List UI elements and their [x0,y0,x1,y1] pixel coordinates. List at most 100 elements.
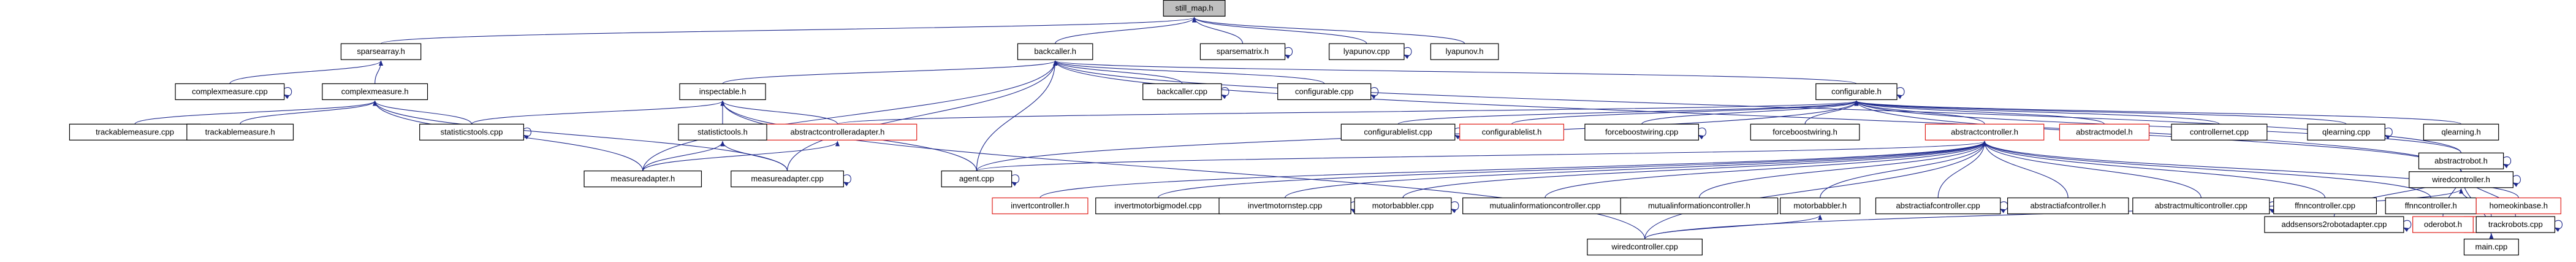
node-box [2264,216,2404,233]
graph-node[interactable]: still_map.h [1163,0,1226,17]
node-label: abstractcontrolleradapter.h [790,127,884,136]
graph-node[interactable]: motorbabbler.h [1780,197,1861,215]
graph-node[interactable]: addsensors2robotadapter.cpp [2264,216,2404,233]
node-label: configurable.cpp [1295,87,1353,96]
graph-node[interactable]: trackablemeasure.cpp [69,123,201,141]
dependency-edge [642,141,725,171]
graph-node[interactable]: homeokinbase.h [2475,197,2561,215]
dependency-edge [240,100,378,125]
graph-node[interactable]: abstractiafcontroller.cpp [1875,197,2001,215]
graph-node[interactable]: abstractmodel.h [2059,123,2150,141]
node-box [1277,83,1372,101]
self-loop-edge [1284,47,1293,60]
graph-node[interactable]: controllernet.cpp [2171,123,2268,141]
graph-node[interactable]: invertcontroller.h [992,197,1089,215]
graph-node[interactable]: complexmeasure.h [322,83,428,101]
node-label: inspectable.h [699,87,747,96]
graph-node[interactable]: lyapunov.cpp [1328,43,1405,60]
node-box [679,83,766,101]
graph-node[interactable]: configurablelist.cpp [1340,123,1456,141]
graph-node[interactable]: abstractcontroller.h [1924,123,2045,141]
graph-node[interactable]: abstractrobot.h [2418,152,2504,169]
dependency-edge [976,141,1987,172]
graph-node[interactable]: mutualinformationcontroller.h [1620,197,1779,215]
node-label: mutualinformationcontroller.h [1648,201,1750,210]
graph-node[interactable]: backcaller.h [1017,43,1093,60]
dependency-edge [1157,141,1987,198]
dependency-edge [1644,214,1823,239]
graph-node[interactable]: invertmotorbigmodel.cpp [1095,197,1221,215]
node-label: forceboostwiring.h [1772,127,1837,136]
dependency-edge [642,141,840,171]
dependency-edge [1192,17,1465,44]
graph-node[interactable]: configurable.h [1815,83,1898,101]
graph-node[interactable]: ffnncontroller.cpp [2273,197,2377,215]
dependency-edge [1854,100,2462,153]
node-box [678,123,767,141]
graph-node[interactable]: qlearning.h [2423,123,2499,141]
graph-node[interactable]: forceboostwiring.cpp [1584,123,1700,141]
node-label: backcaller.cpp [1157,87,1207,96]
graph-node[interactable]: statistictools.h [678,123,767,141]
node-box [2171,123,2268,141]
graph-node[interactable]: measureadapter.h [583,170,702,188]
graph-node[interactable]: complexmeasure.cpp [175,83,285,101]
graph-node[interactable]: qlearning.cpp [2307,123,2385,141]
node-label: motorbabbler.h [1793,201,1847,210]
graph-node[interactable]: oderobot.h [2412,216,2474,233]
graph-node[interactable]: inspectable.h [679,83,766,101]
self-loop-edge [2512,175,2521,187]
node-label: abstractiafcontroller.cpp [1896,201,1980,210]
self-loop-edge [2502,156,2512,169]
node-label: lyapunov.h [1446,47,1484,56]
dependency-edge [1511,100,1859,125]
graph-node[interactable]: configurable.cpp [1277,83,1372,101]
node-box [1218,197,1351,215]
graph-node[interactable]: wiredcontroller.cpp [1587,239,1703,256]
node-label: still_map.h [1176,3,1214,12]
node-label: abstractcontroller.h [1951,127,2018,136]
node-box [941,170,1013,188]
graph-node[interactable]: abstractmulticontroller.cpp [2132,197,2270,215]
graph-node[interactable]: trackrobots.cpp [2475,216,2556,233]
graph-node[interactable]: main.cpp [2463,239,2519,256]
node-box [1459,123,1564,141]
dependency-edge [1055,17,1197,44]
graph-node[interactable]: agent.cpp [941,170,1013,188]
node-box [322,83,428,101]
graph-node[interactable]: sparsearray.h [340,43,422,60]
graph-node[interactable]: mutualinformationcontroller.cpp [1462,197,1628,215]
graph-node[interactable]: invertmotornstep.cpp [1218,197,1351,215]
graph-node[interactable]: sparsematrix.h [1199,43,1286,60]
self-loop-edge [2554,220,2563,232]
graph-node[interactable]: backcaller.cpp [1142,83,1222,101]
node-box [2059,123,2150,141]
graph-node[interactable]: wiredcontroller.h [2409,171,2513,188]
graph-node[interactable]: lyapunov.h [1430,43,1499,60]
graph-node[interactable]: motorbabbler.cpp [1354,197,1452,215]
dependency-edge [1544,141,1987,198]
dependency-edge [1053,60,1857,84]
self-loop-edge [1999,201,2008,214]
node-box [731,170,844,188]
node-label: ffnncontroller.cpp [2295,201,2355,210]
dependency-edge [1285,141,1987,198]
graph-node[interactable]: statisticstools.cpp [419,123,525,141]
dependency-edge [471,100,725,125]
dependency-edge [1937,141,1987,198]
self-loop-edge [1011,174,1020,187]
graph-node[interactable]: forceboostwiring.h [1750,123,1860,141]
dependency-edge [1053,60,2462,172]
dependency-edge [134,100,378,125]
node-label: abstractrobot.h [2434,156,2488,165]
self-loop-edge [523,128,531,140]
graph-node[interactable]: configurablelist.h [1459,123,1564,141]
node-label: trackablemeasure.cpp [96,127,174,136]
graph-node[interactable]: ffnncontroller.h [2385,197,2477,215]
node-label: abstractmodel.h [2076,127,2133,136]
graph-node[interactable]: trackablemeasure.h [186,123,294,141]
graph-node[interactable]: abstractiafcontroller.h [2007,197,2129,215]
graph-node[interactable]: abstractcontrolleradapter.h [758,123,918,141]
dependency-edge [1402,141,1987,198]
graph-node[interactable]: measureadapter.cpp [731,170,844,188]
